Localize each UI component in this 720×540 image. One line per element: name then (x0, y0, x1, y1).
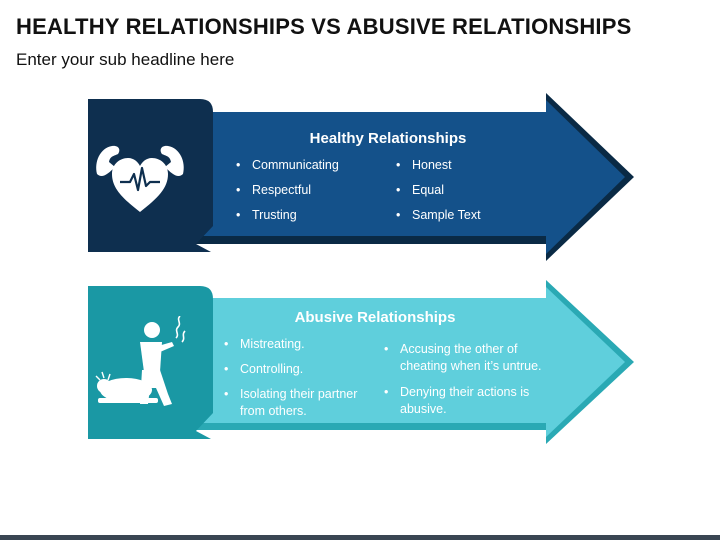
list-item: Sample Text (396, 207, 481, 224)
list-item: Respectful (236, 182, 339, 199)
list-item: Honest (396, 157, 481, 174)
list-item: Accusing the other of cheating when it’s… (384, 341, 554, 375)
list-item: Controlling. (224, 361, 374, 378)
heart-muscles-icon (92, 136, 188, 216)
list-item: Isolating their partner from others. (224, 386, 374, 420)
list-item: Trusting (236, 207, 339, 224)
healthy-list-right: Honest Equal Sample Text (396, 157, 481, 232)
healthy-heading: Healthy Relationships (309, 130, 467, 147)
abusive-heading: Abusive Relationships (294, 309, 456, 326)
healthy-list-left: Communicating Respectful Trusting (236, 157, 339, 232)
abusive-list-right: Accusing the other of cheating when it’s… (384, 341, 554, 427)
page-subtitle: Enter your sub headline here (16, 50, 235, 69)
abuse-figures-icon (94, 315, 194, 412)
list-item: Mistreating. (224, 336, 374, 353)
list-item: Equal (396, 182, 481, 199)
abusive-list-left: Mistreating. Controlling. Isolating thei… (224, 336, 374, 428)
list-item: Denying their actions is abusive. (384, 384, 554, 418)
list-item: Communicating (236, 157, 339, 174)
bottom-bar (0, 535, 720, 540)
page-title: HEALTHY RELATIONSHIPS VS ABUSIVE RELATIO… (16, 14, 632, 39)
